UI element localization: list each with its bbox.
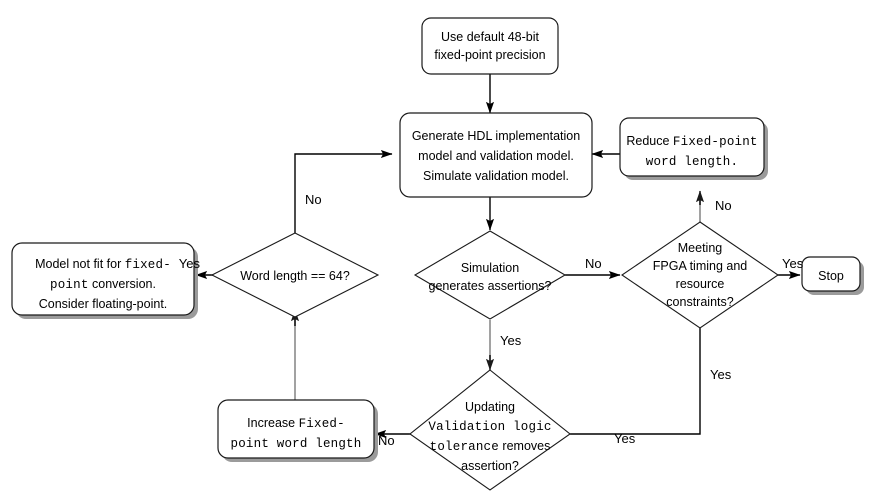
edge-label-fpga-no: No	[715, 198, 732, 213]
edge-label-updating-no: No	[378, 433, 395, 448]
fpga-constraints-line-1: Meeting	[678, 241, 723, 255]
edge-label-word-length-no: No	[305, 192, 322, 207]
node-simulation-assertions[interactable]: Simulation generates assertions?	[413, 230, 567, 320]
simulation-assertions-line-1: Simulation	[461, 261, 519, 275]
reduce-word-length-line-1: Reduce Fixed-point	[626, 134, 757, 149]
fpga-constraints-line-2: FPGA timing and	[653, 259, 748, 273]
fpga-constraints-diamond	[621, 221, 779, 329]
node-reduce-word-length[interactable]: Reduce Fixed-point word length.	[619, 117, 768, 180]
model-not-fit-line-2: point conversion.	[50, 277, 156, 292]
stop-label: Stop	[818, 269, 844, 283]
increase-word-length-box	[217, 399, 375, 459]
updating-tolerance-line-1: Updating	[465, 400, 515, 414]
updating-tolerance-line-3: tolerance removes	[430, 439, 551, 454]
model-not-fit-line-1: Model not fit for fixed-	[35, 257, 171, 272]
generate-hdl-line-3: Simulate validation model.	[423, 169, 569, 183]
node-updating-tolerance[interactable]: Updating Validation logic tolerance remo…	[409, 369, 571, 491]
word-length-64-label: Word length == 64?	[240, 269, 350, 283]
node-word-length-64[interactable]: Word length == 64?	[210, 232, 380, 318]
edge-updating-yes-to-fpga	[570, 309, 705, 435]
edge-label-fpga-yes: Yes	[782, 256, 804, 271]
edge-label-simulation-no: No	[585, 256, 602, 271]
generate-hdl-line-1: Generate HDL implementation	[412, 129, 580, 143]
word-length-64-diamond	[210, 232, 380, 318]
edge-label-word-length-yes: Yes	[179, 256, 201, 271]
simulation-assertions-diamond	[413, 230, 567, 320]
use-default-box	[421, 17, 559, 75]
reduce-word-length-box	[619, 117, 765, 177]
updating-tolerance-diamond	[409, 369, 571, 491]
edge-label-updating-yes-vertical: Yes	[710, 367, 732, 382]
updating-tolerance-line-2: Validation logic	[428, 420, 551, 434]
node-stop[interactable]: Stop	[801, 256, 864, 295]
edge-label-updating-yes-horizontal: Yes	[614, 431, 636, 446]
fpga-constraints-line-4: constraints?	[666, 295, 733, 309]
stop-box	[801, 256, 861, 292]
node-generate-hdl[interactable]: Generate HDL implementation model and va…	[399, 112, 593, 198]
model-not-fit-box	[11, 242, 195, 316]
node-model-not-fit[interactable]: Model not fit for fixed- point conversio…	[11, 242, 198, 319]
model-not-fit-line-3: Consider floating-point.	[39, 297, 168, 311]
increase-word-length-line-1: Increase Fixed-	[247, 416, 345, 431]
use-default-line-2: fixed-point precision	[434, 48, 545, 62]
edge-word-length-no-to-generate	[294, 149, 393, 246]
generate-hdl-line-2: model and validation model.	[418, 149, 574, 163]
use-default-line-1: Use default 48-bit	[441, 30, 540, 44]
node-increase-word-length[interactable]: Increase Fixed- point word length	[217, 399, 378, 462]
edge-label-simulation-yes: Yes	[500, 333, 522, 348]
node-fpga-constraints[interactable]: Meeting FPGA timing and resource constra…	[621, 221, 779, 329]
updating-tolerance-line-4: assertion?	[461, 459, 519, 473]
increase-word-length-line-2: point word length	[231, 437, 362, 451]
generate-hdl-box	[399, 112, 593, 198]
simulation-assertions-line-2: generates assertions?	[429, 279, 552, 293]
node-use-default[interactable]: Use default 48-bit fixed-point precision	[421, 17, 559, 75]
reduce-word-length-line-2: word length.	[646, 155, 738, 169]
fpga-constraints-line-3: resource	[676, 277, 725, 291]
